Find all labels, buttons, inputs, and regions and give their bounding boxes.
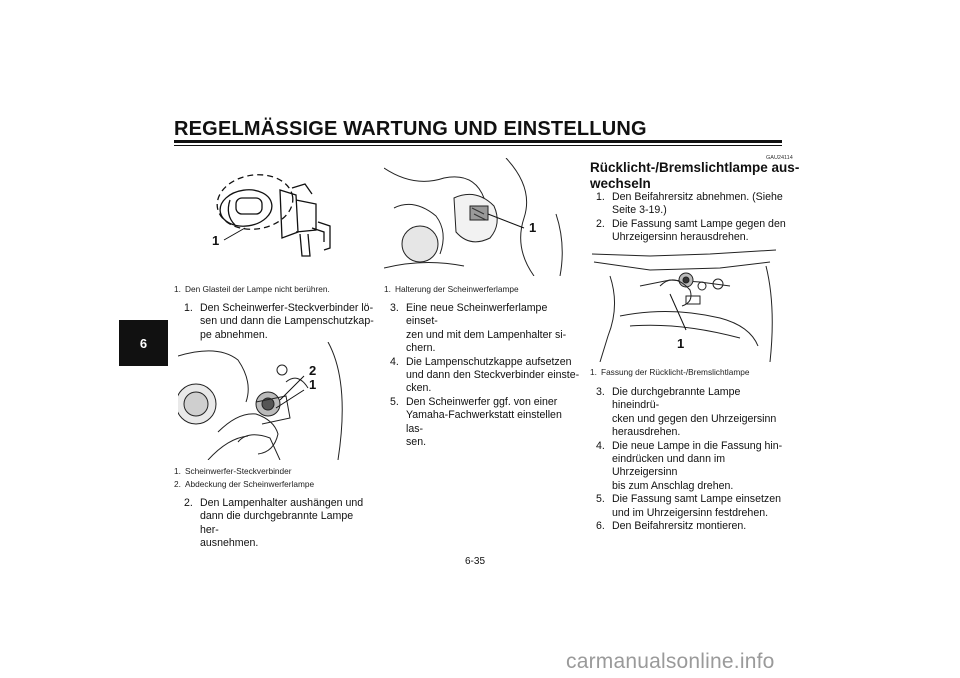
step-list: 3. Eine neue Scheinwerferlampe einset- z… — [380, 302, 580, 449]
step-item: 6. Den Beifahrersitz montieren. — [596, 520, 747, 533]
taillight-socket-photo — [590, 246, 782, 362]
fig3-callout: 1 — [529, 220, 537, 235]
figure-caption: 1.Den Glasteil der Lampe nicht berühren. — [174, 284, 330, 294]
step-item: 5. Den Scheinwerfer ggf. von einer Yamah… — [390, 395, 562, 449]
page-title: REGELMÄSSIGE WARTUNG UND EINSTELLUNG — [174, 118, 647, 140]
watermark: carmanualsonline.info — [566, 650, 775, 673]
step-item: 2. Die Fassung samt Lampe gegen den Uhrz… — [596, 217, 786, 244]
bulb-holder-photo — [384, 158, 574, 276]
figure-caption: 1.Scheinwerfer-Steckverbinder — [174, 466, 292, 476]
step-item: 5. Die Fassung samt Lampe einsetzen und … — [596, 493, 781, 519]
headlight-connector-photo — [178, 342, 358, 460]
document-code: GAU24114 — [766, 155, 793, 161]
fig2-callout-2: 2 — [309, 363, 317, 378]
step-list: 1. Den Beifahrersitz abnehmen. (Siehe Se… — [586, 191, 786, 245]
step-list: 2. Den Lampenhalter aushängen und dann d… — [174, 497, 374, 551]
header-rule-thin — [174, 145, 782, 146]
fig2-callout-1: 1 — [309, 377, 317, 392]
step-item: 2. Den Lampenhalter aushängen und dann d… — [184, 497, 364, 550]
step-item: 4. Die Lampenschutzkappe aufsetzen und d… — [390, 355, 580, 395]
step-item: 1. Den Scheinwerfer-Steckverbinder lö- s… — [184, 302, 374, 341]
chapter-tab: 6 — [119, 320, 168, 366]
step-list: 1. Den Scheinwerfer-Steckverbinder lö- s… — [174, 302, 374, 342]
figure-caption: 1.Halterung der Scheinwerferlampe — [384, 284, 519, 294]
bulb-illustration — [216, 174, 331, 257]
step-item: 3. Eine neue Scheinwerferlampe einset- z… — [390, 302, 567, 355]
step-item: 1. Den Beifahrersitz abnehmen. (Siehe Se… — [596, 191, 783, 217]
fig4-callout: 1 — [677, 336, 685, 351]
fig1-callout: 1 — [212, 233, 220, 248]
step-item: 4. Die neue Lampe in die Fassung hin- ei… — [596, 439, 783, 492]
header-rule — [174, 140, 782, 143]
figure-caption: 1.Fassung der Rücklicht-/Bremslichtlampe — [590, 367, 750, 377]
page-number: 6-35 — [465, 556, 486, 567]
figure-caption: 2.Abdeckung der Scheinwerferlampe — [174, 479, 315, 489]
step-list: 3. Die durchgebrannte Lampe hineindrü- c… — [586, 386, 786, 533]
section-title: Rücklicht-/Bremslichtlampe aus- wechseln — [590, 160, 800, 191]
step-item: 3. Die durchgebrannte Lampe hineindrü- c… — [596, 386, 777, 439]
